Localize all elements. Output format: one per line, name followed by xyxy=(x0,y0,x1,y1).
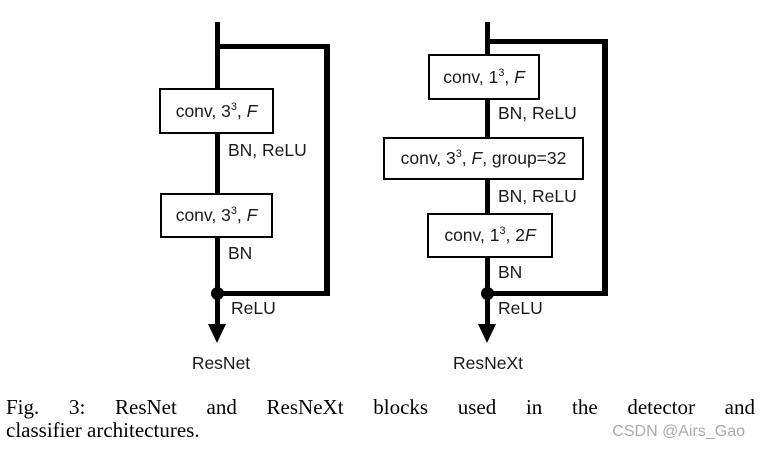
resnet-name-label: ResNet xyxy=(191,353,251,373)
resnet-conv2-box: conv, 33, F xyxy=(160,193,273,238)
watermark-text: CSDN @Airs_Gao xyxy=(612,423,745,440)
resnet-conv1-box: conv, 33, F xyxy=(159,88,274,134)
resnet-main-flow-line xyxy=(215,22,220,326)
resnext-skip-bottom-line xyxy=(487,291,604,296)
resnext-add-junction-dot xyxy=(481,287,494,300)
resnet-skip-top-line xyxy=(217,44,330,49)
resnext-conv1-box: conv, 13, F xyxy=(428,54,540,100)
resnext-bn-relu-label-1: BN, ReLU xyxy=(498,103,577,123)
resnext-skip-right-line xyxy=(602,39,608,296)
resnet-conv2-label: conv, 33, F xyxy=(175,205,258,225)
resnext-conv3-label: conv, 13, 2F xyxy=(444,225,536,245)
resnet-bn-relu-label: BN, ReLU xyxy=(228,140,307,160)
resnext-conv1-label: conv, 13, F xyxy=(443,66,525,87)
resnext-skip-top-line xyxy=(487,39,608,44)
resnet-conv1-label: conv, 33, F xyxy=(175,100,258,121)
resnext-conv3-box: conv, 13, 2F xyxy=(427,213,553,258)
resnet-bn-label: BN xyxy=(228,243,253,263)
resnet-relu-label: ReLU xyxy=(231,298,276,318)
resnext-relu-label: ReLU xyxy=(498,298,543,318)
resnext-conv2-label: conv, 33, F, group=32 xyxy=(400,148,567,168)
resnext-conv2-box: conv, 33, F, group=32 xyxy=(383,137,584,180)
resnet-arrow-head-icon xyxy=(208,324,226,343)
resnext-arrow-head-icon xyxy=(478,324,496,343)
resnet-skip-right-line xyxy=(324,44,330,296)
resnet-skip-bottom-line xyxy=(217,291,327,296)
resnet-add-junction-dot xyxy=(211,287,224,300)
resnext-name-label: ResNeXt xyxy=(452,353,524,373)
figure-caption-line-2: classifier architectures. xyxy=(6,418,200,442)
resnext-bn-relu-label-2: BN, ReLU xyxy=(498,186,577,206)
figure-caption-line-1: Fig. 3: ResNet and ResNeXt blocks used i… xyxy=(6,395,755,419)
resnext-bn-label: BN xyxy=(498,262,523,282)
